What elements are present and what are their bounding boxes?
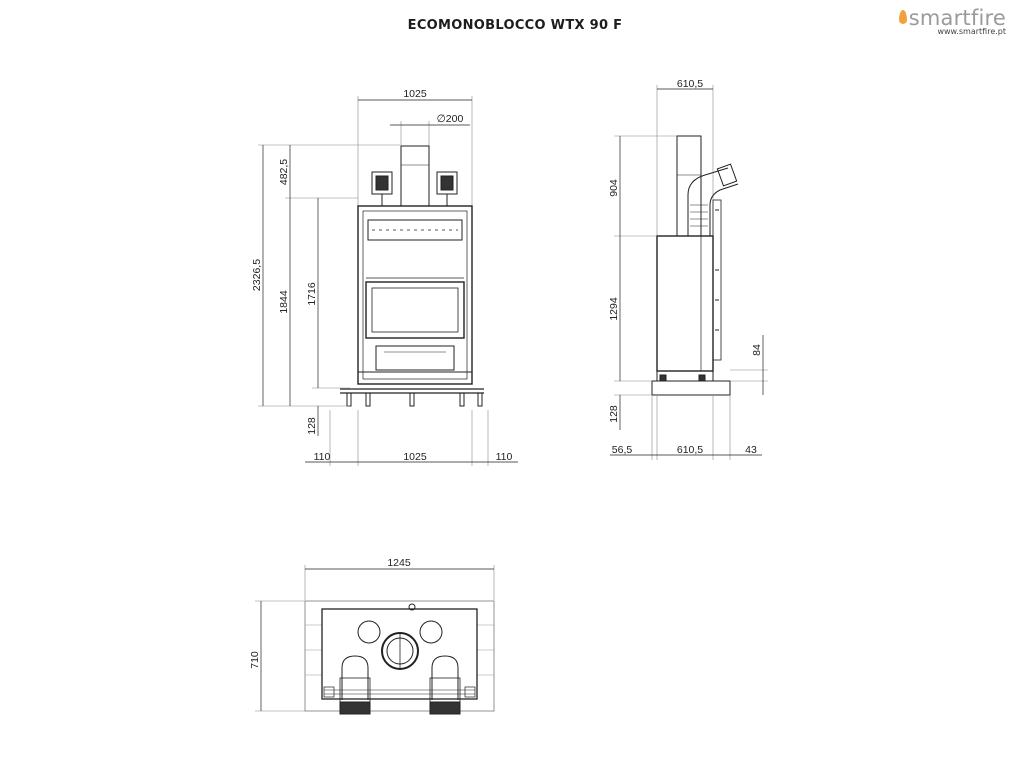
front-view bbox=[258, 96, 518, 466]
dim-side-height-lower: 1294 bbox=[608, 297, 620, 321]
dim-front-width-top: 1025 bbox=[403, 88, 427, 100]
dim-side-bottom-center: 610,5 bbox=[677, 444, 703, 456]
dim-front-base-right: 110 bbox=[496, 451, 513, 463]
brand-name-row: smartfire bbox=[898, 6, 1006, 30]
dim-top-depth: 710 bbox=[249, 651, 261, 669]
top-view bbox=[255, 565, 495, 715]
side-view bbox=[610, 85, 768, 460]
front-view-labels: 1025 ∅200 2326,5 482,5 1844 1716 128 110… bbox=[251, 88, 513, 463]
dim-front-height-total: 2326,5 bbox=[251, 259, 263, 291]
dim-side-height-small: 84 bbox=[751, 344, 763, 356]
brand-name: smartfire bbox=[908, 6, 1006, 30]
drawing-title: ECOMONOBLOCCO WTX 90 F bbox=[407, 18, 623, 33]
side-view-labels: 610,5 904 1294 84 128 56,5 610,5 43 bbox=[608, 78, 763, 456]
dim-front-height-body: 1844 bbox=[278, 290, 290, 314]
dim-side-height-upper: 904 bbox=[608, 179, 620, 197]
top-view-labels: 1245 710 bbox=[249, 557, 411, 669]
dim-front-height-flue: 482,5 bbox=[278, 159, 290, 185]
dim-front-height-inner: 1716 bbox=[306, 282, 318, 306]
dim-front-base-left: 110 bbox=[314, 451, 331, 463]
brand-url: www.smartfire.pt bbox=[937, 27, 1006, 36]
brand-logo: smartfire www.smartfire.pt bbox=[898, 6, 1006, 36]
dim-flue-diameter: ∅200 bbox=[437, 113, 464, 125]
dim-top-width: 1245 bbox=[387, 557, 411, 569]
dim-side-depth-top: 610,5 bbox=[677, 78, 703, 90]
flame-icon bbox=[898, 10, 907, 24]
dim-side-bottom-left: 56,5 bbox=[612, 444, 633, 456]
dim-side-base-height: 128 bbox=[608, 405, 620, 423]
dim-front-base-height: 128 bbox=[306, 417, 318, 435]
dim-front-base-center: 1025 bbox=[403, 451, 427, 463]
dim-side-bottom-right: 43 bbox=[745, 444, 757, 456]
